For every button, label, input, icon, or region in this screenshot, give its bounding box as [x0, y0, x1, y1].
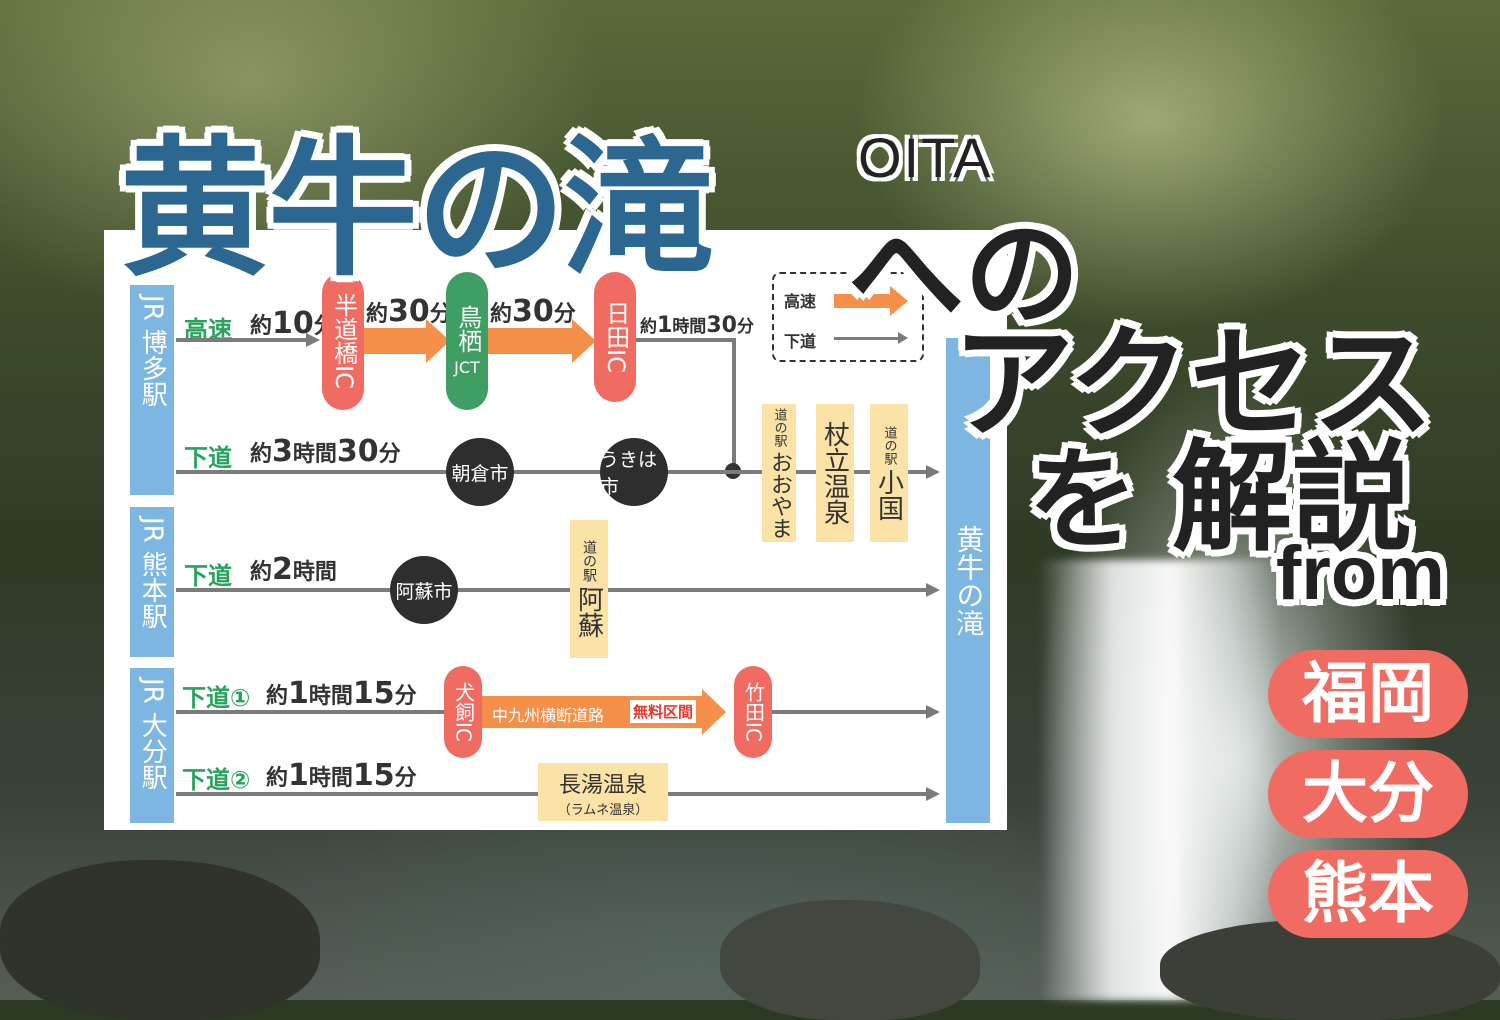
free-section-badge: 無料区間 — [630, 700, 697, 723]
kumamoto-local-time: 約2時間 — [250, 552, 337, 587]
legend-express-label: 高速 — [784, 292, 817, 311]
arrow-head — [306, 333, 320, 347]
express-segment — [488, 328, 576, 354]
seg3-time: 約30分 — [490, 294, 576, 329]
michinoeki-aso: 道の駅 阿蘇 — [570, 520, 608, 658]
arrow-head — [926, 583, 940, 597]
city-badge-oita: 大分 — [1268, 750, 1468, 838]
stop-aso: 阿蘇市 — [390, 556, 458, 624]
rock — [720, 900, 980, 1020]
station-kumamoto: JR 熊本駅 — [130, 507, 174, 657]
kumamoto-local-line — [176, 588, 926, 592]
oita-route1-time: 約1時間15分 — [266, 676, 417, 711]
seg4-time: 約1時間30分 — [640, 313, 754, 338]
headline-line4b: 解説 — [1172, 429, 1412, 568]
michinoeki-oyama: 道の駅 おおやま — [762, 404, 796, 542]
oita-route1-label: 下道① — [182, 684, 251, 712]
nagayu-onsen: 長湯温泉 （ラムネ温泉） — [538, 763, 668, 821]
hakata-express-line — [176, 338, 306, 342]
oita-route1-line-b — [772, 710, 926, 714]
city-badge-kumamoto: 熊本 — [1268, 850, 1468, 938]
arrow-head — [926, 787, 940, 801]
headline-line4a: を — [1028, 436, 1138, 564]
hita-ic: 日田IC — [594, 272, 636, 402]
rock — [0, 860, 320, 1020]
page-title: 黄牛の滝 — [120, 123, 714, 297]
hita-connector — [636, 338, 736, 342]
tsuetate-onsen: 杖立温泉 — [816, 404, 854, 542]
legend-local-label: 下道 — [784, 332, 817, 351]
legend-express-arrow — [834, 294, 892, 308]
hita-connector-down — [732, 338, 736, 472]
headline-from: from — [1276, 531, 1445, 616]
kumamoto-local-label: 下道 — [184, 562, 232, 590]
taketa-ic: 竹田IC — [734, 666, 772, 758]
legend: 高速 下道 — [772, 272, 924, 362]
headline-line3: アクセス — [952, 313, 1434, 455]
station-hakata: JR 博多駅 — [130, 285, 174, 495]
destination-box: 黄牛の滝 — [946, 338, 990, 823]
station-oita: JR 大分駅 — [130, 668, 174, 823]
oita-label: OITA — [858, 126, 993, 189]
inukai-ic: 犬飼IC — [444, 666, 482, 758]
michinoeki-oguni: 道の駅 小国 — [870, 404, 908, 542]
city-badge-fukuoka: 福岡 — [1268, 650, 1468, 738]
headline-line2: への — [848, 207, 1080, 342]
hakata-local-label: 下道 — [184, 444, 232, 472]
legend-express-arrow-head — [890, 286, 908, 316]
legend-local-arrow-head — [898, 332, 908, 344]
stop-asakura: 朝倉市 — [446, 438, 514, 506]
oita-route2-label: 下道② — [182, 766, 251, 794]
route-diagram: JR 博多駅 JR 熊本駅 JR 大分駅 黄牛の滝 高速 下道 高速 約10分 … — [104, 230, 1007, 830]
express-segment — [364, 328, 430, 354]
arrow-head — [926, 465, 940, 479]
express-arrow-head — [702, 689, 726, 735]
oita-route2-time: 約1時間15分 — [266, 758, 417, 793]
oita-route1-line-a — [176, 710, 444, 714]
arrow-head — [926, 705, 940, 719]
stop-ukiha: うきは市 — [600, 438, 668, 506]
hakata-local-time: 約3時間30分 — [250, 434, 401, 469]
naka-kyushu-road-label: 中九州横断道路 — [492, 706, 605, 725]
legend-local-line — [834, 337, 900, 340]
hakata-local-line — [176, 470, 926, 474]
express-arrow-head — [572, 319, 596, 363]
handobashi-ic: 半道橋IC — [322, 272, 364, 410]
